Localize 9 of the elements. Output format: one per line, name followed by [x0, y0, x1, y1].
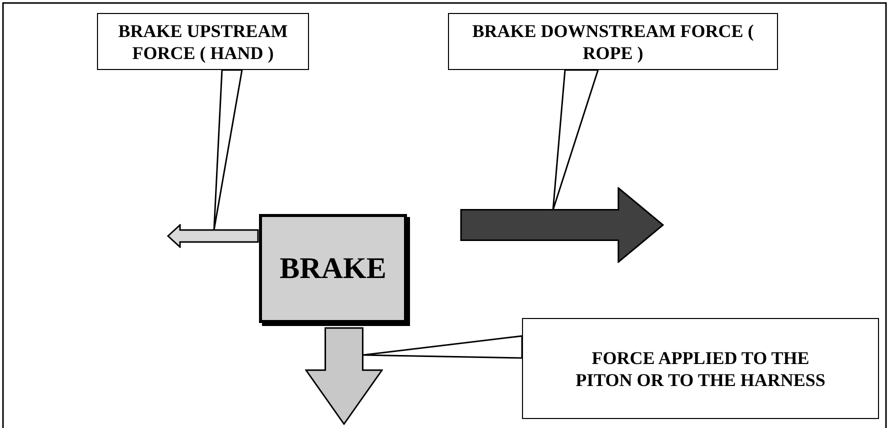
callout-box [522, 318, 879, 419]
callout-text: BRAKE UPSTREAM FORCE ( HAND ) [117, 20, 289, 64]
callout-text: BRAKE DOWNSTREAM FORCE ( ROPE ) [471, 20, 755, 64]
leader-line [362, 335, 523, 359]
brake-box [259, 214, 407, 323]
leader-line [213, 69, 243, 231]
brake-label: BRAKE [280, 252, 386, 286]
leader-line [552, 69, 600, 211]
callout-text: FORCE APPLIED TO THE PITON OR TO THE HARNESS [576, 346, 826, 390]
